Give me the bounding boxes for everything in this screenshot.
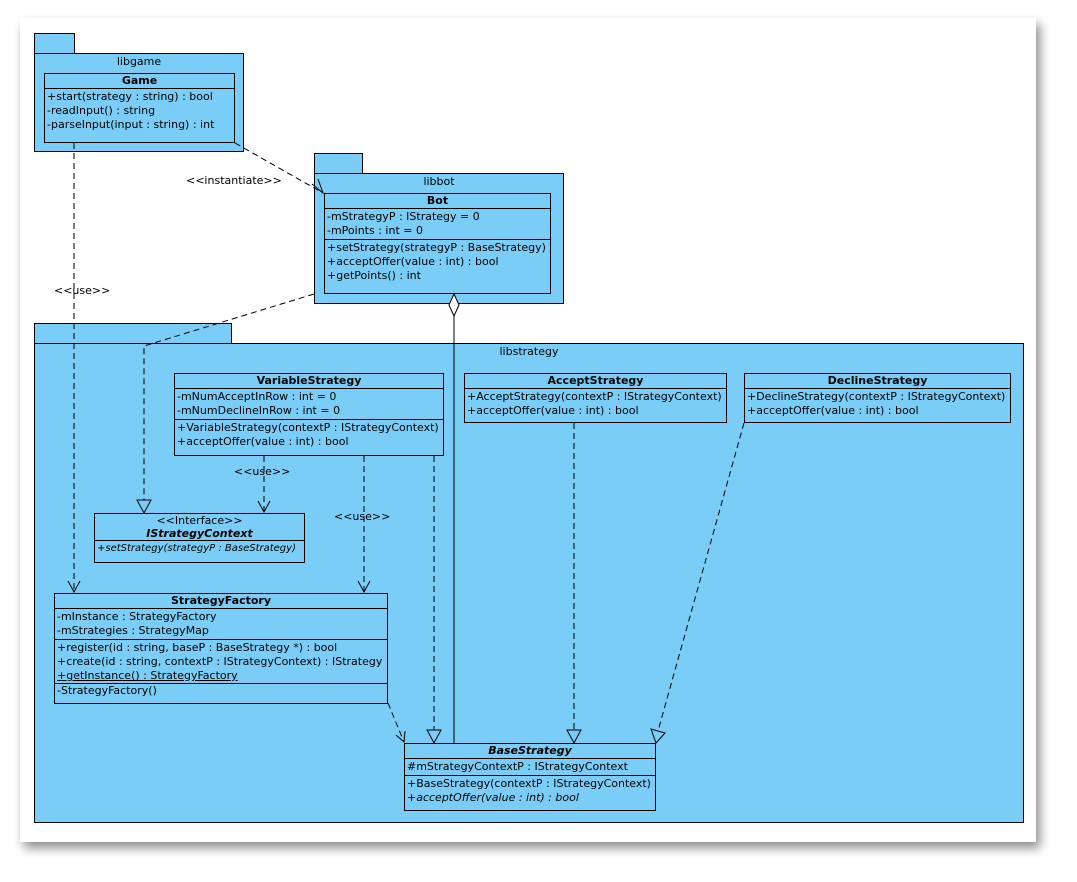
method: +DeclineStrategy(contextP : IStrategyCon…: [747, 390, 1006, 403]
attribute: #mStrategyContextP : IStrategyContext: [407, 760, 628, 773]
attribute: -mStrategies : StrategyMap: [57, 624, 209, 637]
class-strategy-factory-attributes: -mInstance : StrategyFactory -mStrategie…: [55, 609, 387, 640]
method: +register(id : string, baseP : BaseStrat…: [57, 641, 338, 654]
package-name-libstrategy: libstrategy: [499, 345, 559, 358]
class-bot[interactable]: Bot -mStrategyP : IStrategy = 0 -mPoints…: [324, 193, 551, 294]
method: +VariableStrategy(contextP : IStrategyCo…: [177, 421, 439, 434]
class-decline-strategy-methods: +DeclineStrategy(contextP : IStrategyCon…: [745, 389, 1010, 419]
class-strategy-factory-methods: +register(id : string, baseP : BaseStrat…: [55, 640, 387, 699]
class-accept-strategy-name: AcceptStrategy: [465, 374, 726, 389]
class-base-strategy-attributes: #mStrategyContextP : IStrategyContext: [405, 759, 655, 776]
method: -parseInput(input : string) : int: [47, 118, 215, 131]
method: +acceptOffer(value : int) : bool: [327, 255, 499, 268]
attribute: -mPoints : int = 0: [327, 224, 423, 237]
arrowhead-open: [257, 500, 271, 514]
class-base-strategy-name: BaseStrategy: [405, 744, 655, 759]
method: +acceptOffer(value : int) : bool: [177, 435, 349, 448]
class-variable-strategy[interactable]: VariableStrategy -mNumAcceptInRow : int …: [174, 373, 444, 456]
class-base-strategy[interactable]: BaseStrategy #mStrategyContextP : IStrat…: [404, 743, 656, 811]
class-accept-strategy-methods: +AcceptStrategy(contextP : IStrategyCont…: [465, 389, 726, 419]
attribute: -mStrategyP : IStrategy = 0: [327, 210, 480, 223]
class-decline-strategy-name: DeclineStrategy: [745, 374, 1010, 389]
class-base-strategy-methods: +BaseStrategy(contextP : IStrategyContex…: [405, 776, 655, 806]
package-name-libbot: libbot: [423, 175, 455, 188]
class-bot-name: Bot: [325, 194, 550, 209]
method: +create(id : string, contextP : IStrateg…: [57, 655, 383, 668]
class-variable-strategy-attributes: -mNumAcceptInRow : int = 0 -mNumDeclineI…: [175, 389, 443, 420]
attribute: -mNumDeclineInRow : int = 0: [177, 404, 341, 417]
class-game-name: Game: [45, 74, 234, 89]
interface-methods: +setStrategy(strategyP : BaseStrategy): [95, 541, 304, 557]
method: +getInstance() : StrategyFactory: [55, 669, 387, 684]
realization-triangle: [566, 729, 582, 745]
attribute: -mNumAcceptInRow : int = 0: [177, 390, 337, 403]
realization-triangle: [426, 729, 442, 745]
method: -readInput() : string: [47, 104, 156, 117]
interface-stereotype: <<Interface>>: [156, 514, 243, 527]
interface-name: IStrategyContext: [146, 527, 253, 540]
class-variable-strategy-name: VariableStrategy: [175, 374, 443, 389]
arrowhead-open: [67, 580, 81, 594]
method: +acceptOffer(value : int) : bool: [467, 404, 639, 417]
method: +acceptOffer(value : int) : bool: [407, 791, 579, 804]
class-bot-methods: +setStrategy(strategyP : BaseStrategy) +…: [325, 240, 550, 284]
interface-header: <<Interface>> IStrategyContext: [95, 514, 304, 541]
dependency-line-factory-base: [387, 702, 405, 743]
interface-istrategy-context[interactable]: <<Interface>> IStrategyContext +setStrat…: [94, 513, 305, 563]
arrowhead-open: [311, 178, 325, 195]
aggregation-diamond: [448, 292, 460, 318]
class-game[interactable]: Game +start(strategy : string) : bool -r…: [44, 73, 235, 143]
class-decline-strategy[interactable]: DeclineStrategy +DeclineStrategy(context…: [744, 373, 1011, 423]
realization-line-decline-base: [657, 422, 745, 732]
realization-triangle: [136, 499, 152, 515]
method: +setStrategy(strategyP : BaseStrategy): [327, 241, 546, 254]
method: +BaseStrategy(contextP : IStrategyContex…: [407, 777, 651, 790]
class-variable-strategy-methods: +VariableStrategy(contextP : IStrategyCo…: [175, 420, 443, 450]
package-name-libgame: libgame: [116, 55, 162, 68]
method: +AcceptStrategy(contextP : IStrategyCont…: [467, 390, 722, 403]
method: -StrategyFactory(): [57, 684, 157, 697]
class-accept-strategy[interactable]: AcceptStrategy +AcceptStrategy(contextP …: [464, 373, 727, 423]
realization-line-bot-context: [143, 293, 315, 500]
instantiate-line: [234, 142, 324, 194]
attribute: -mInstance : StrategyFactory: [57, 610, 217, 623]
label-use-game-factory: <<use>>: [54, 284, 111, 297]
realization-triangle: [650, 728, 666, 744]
method: +start(strategy : string) : bool: [47, 90, 213, 103]
class-game-methods: +start(strategy : string) : bool -readIn…: [45, 89, 234, 133]
arrowhead-open: [357, 580, 371, 594]
label-instantiate: <<instantiate>>: [186, 174, 282, 187]
arrowhead-open: [395, 730, 406, 744]
label-use-variable-context: <<use>>: [234, 465, 291, 478]
class-bot-attributes: -mStrategyP : IStrategy = 0 -mPoints : i…: [325, 209, 550, 240]
label-use-variable-factory: <<use>>: [334, 510, 391, 523]
method: +getPoints() : int: [327, 269, 421, 282]
method: +acceptOffer(value : int) : bool: [747, 404, 919, 417]
method: +setStrategy(strategyP : BaseStrategy): [97, 543, 296, 554]
class-strategy-factory-name: StrategyFactory: [55, 594, 387, 609]
class-strategy-factory[interactable]: StrategyFactory -mInstance : StrategyFac…: [54, 593, 388, 704]
